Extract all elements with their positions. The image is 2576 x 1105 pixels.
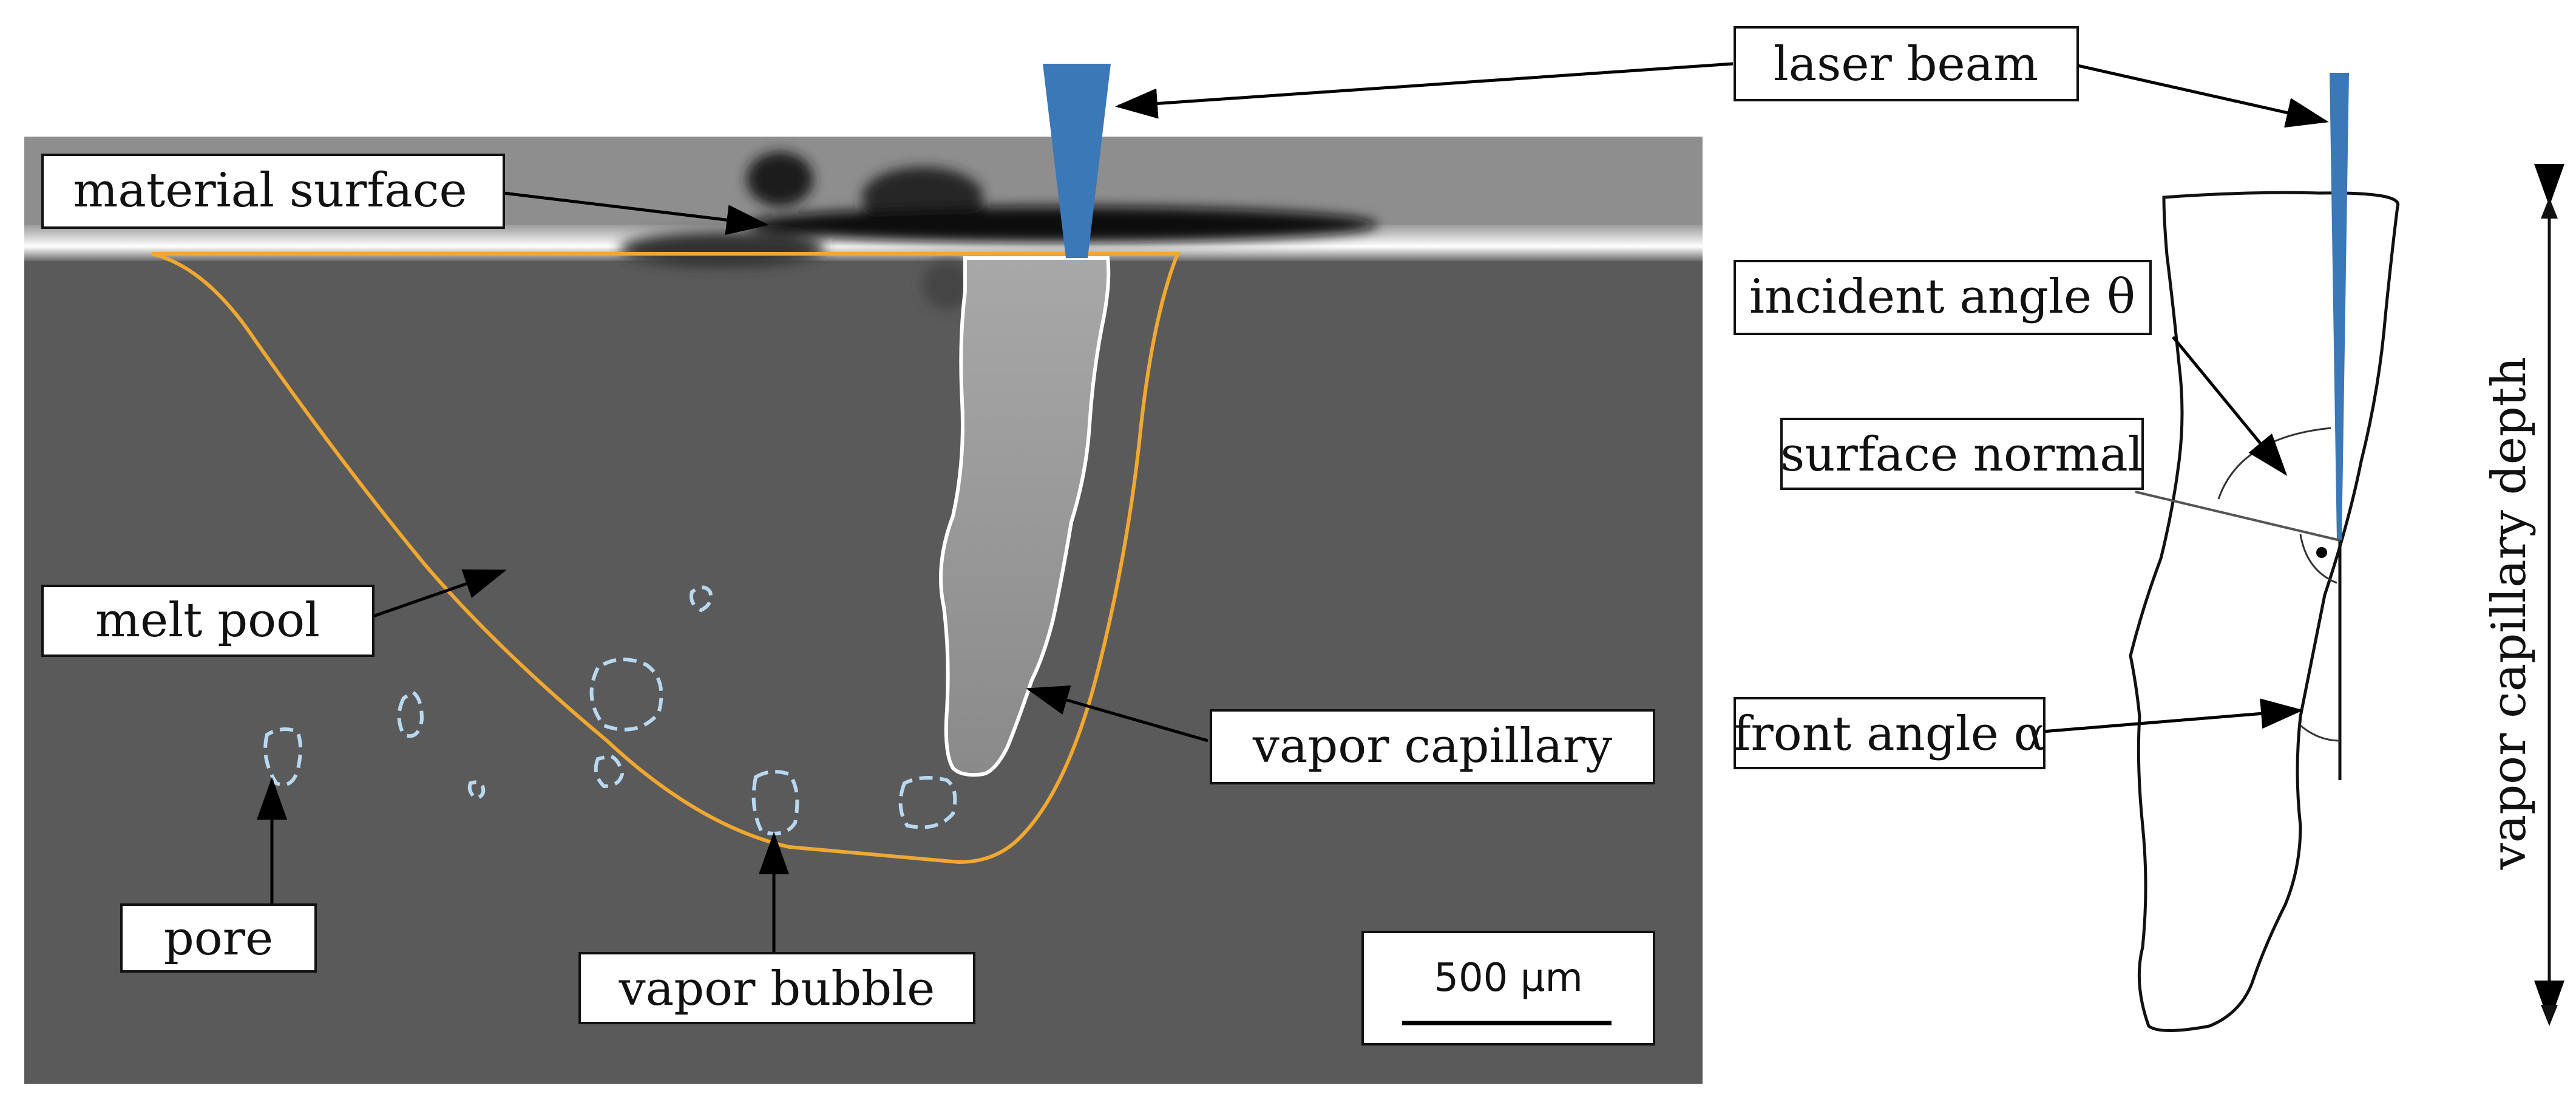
right-angle-dot xyxy=(2316,547,2327,558)
right-angle-arc xyxy=(2299,534,2337,584)
scale-bar-label: 500 μm xyxy=(1434,956,1583,1001)
front-angle-arc xyxy=(2300,724,2340,742)
depth-arrowhead-top xyxy=(2541,197,2558,219)
pore-outline xyxy=(589,658,663,732)
incident-angle-arc xyxy=(2217,427,2331,500)
label-material-surface-box: material surface xyxy=(41,154,505,229)
pores xyxy=(263,585,957,835)
label-surface-normal-box: surface normal xyxy=(1780,418,2144,490)
label-vapor-capillary-box: vapor capillary xyxy=(1210,709,1655,784)
pore-outline xyxy=(397,690,424,738)
label-laser-beam-box: laser beam xyxy=(1734,26,2079,101)
arrow-material-surface xyxy=(503,191,769,236)
scale-bar: 500 μm xyxy=(1361,931,1655,1046)
arrow-melt-pool xyxy=(373,569,507,618)
pore-outline xyxy=(467,780,486,801)
callout-arrows xyxy=(257,62,1734,965)
label-melt-pool-box: melt pool xyxy=(41,585,375,657)
pore-outline xyxy=(594,753,625,789)
label-vapor-capillary: vapor capillary xyxy=(1252,719,1612,773)
label-incident-angle: incident angle θ xyxy=(1749,270,2135,324)
label-pore: pore xyxy=(164,911,273,966)
arrow-incident-angle xyxy=(2172,336,2288,476)
pore-outline xyxy=(898,776,957,829)
arrow-vapor-capillary xyxy=(1026,685,1208,743)
pore-outline xyxy=(751,770,799,835)
depth-arrowhead-bottom xyxy=(2541,1005,2558,1026)
arrow-laser-beam-right xyxy=(2077,64,2329,128)
label-vapor-capillary-depth: vapor capillary depth xyxy=(2482,357,2537,871)
pore-outline xyxy=(263,727,302,787)
label-vapor-bubble-box: vapor bubble xyxy=(578,952,975,1024)
arrow-laser-beam xyxy=(1115,62,1734,119)
label-incident-angle-box: incident angle θ xyxy=(1734,260,2152,335)
laser-beam-wedge xyxy=(1043,64,1111,258)
label-melt-pool: melt pool xyxy=(95,593,320,648)
label-material-surface: material surface xyxy=(73,163,467,218)
capillary-schematic: vapor capillary depth xyxy=(2129,73,2564,1032)
pore-outline xyxy=(690,585,713,613)
capillary-sketch-outline xyxy=(2129,191,2400,1032)
label-vapor-bubble: vapor bubble xyxy=(619,962,935,1016)
surface-normal-line xyxy=(2135,491,2340,542)
vapor-capillary-shape xyxy=(939,256,1111,777)
label-front-angle: front angle α xyxy=(1734,707,2046,761)
arrow-front-angle xyxy=(2042,698,2303,733)
schematic-callout-arrows xyxy=(2042,64,2329,733)
label-pore-box: pore xyxy=(120,903,317,973)
label-laser-beam: laser beam xyxy=(1774,37,2038,92)
label-front-angle-box: front angle α xyxy=(1734,697,2046,769)
schematic-laser-beam xyxy=(2330,73,2349,540)
label-surface-normal: surface normal xyxy=(1780,427,2143,482)
